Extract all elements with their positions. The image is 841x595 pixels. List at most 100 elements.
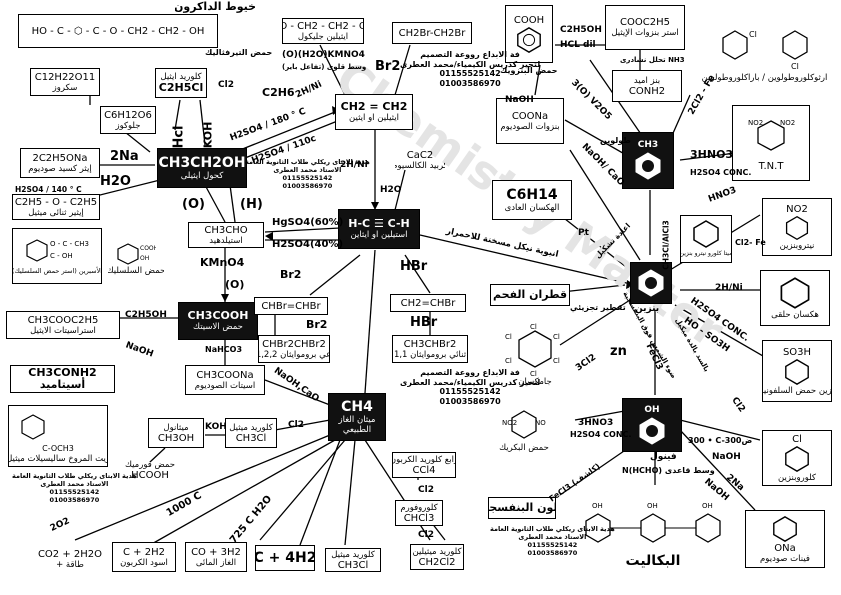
dibromoethane-node: CH2Br-CH2Br <box>392 22 472 44</box>
phenoxide-ring-icon <box>773 515 797 542</box>
sucrose-formula: C12H22O11 <box>34 71 96 83</box>
nitrobenzene-node: NO2 نيتروبنزين <box>762 198 832 256</box>
chlorotoluene-name: ارثوكلوروطولوين / باراكلوروطولوين <box>701 73 828 83</box>
dibromoethane-formula: CH2Br-CH2Br <box>398 27 466 39</box>
label-h2so4-40: H2SO4(40%) <box>272 239 344 250</box>
benzamide-node: بنز اميد CONH2 <box>612 70 682 102</box>
label-hcl: Hcl <box>171 125 187 149</box>
credit-5: هدية الابتاى ريكلي طلاب الثانوية العامة … <box>490 525 615 557</box>
acetylene-node: H-C ☰ C-H استيلين او ايثاين <box>338 209 420 249</box>
hexane-name: الهكسان العادى <box>504 202 560 213</box>
violet-name: اللون البنفسجي <box>489 501 556 514</box>
aspirin-structure-icon: O - C - CH3C - OH <box>26 239 89 262</box>
label-br2: Br2 <box>375 59 401 74</box>
nitrobenzene-ring-icon <box>785 215 809 240</box>
products-c-name: اسود الكربون <box>120 557 168 568</box>
methane-node: CH4 ميثان الغاز الطبيعي <box>328 393 386 441</box>
calcium-carbide-node: CaC2 كربيد الكالسيوم <box>395 148 445 172</box>
sodium-benzoate-formula: COONa <box>511 110 549 122</box>
vinyl-bromide-node: CH2=CHBr <box>390 294 466 312</box>
wintergreen-ring-icon <box>21 413 45 440</box>
ch3cl-b-formula: CH3Cl <box>337 559 369 571</box>
ethyl-benzoate-name: استر بنزوات الإيثيل <box>611 28 679 38</box>
svg-text:OH: OH <box>702 502 713 510</box>
svg-text:NO2: NO2 <box>535 419 546 427</box>
gammexane-name: جامكسان <box>518 377 552 387</box>
water-gas-name: الغاز المائى <box>195 557 237 568</box>
sodium-ethoxide-name: إيثر كسيد صوديوم <box>28 163 92 174</box>
credit-4-line4: 01003586970 <box>49 496 100 504</box>
ethyl-chloride-node: كلوريد ايثيل C2H5Cl <box>155 68 207 98</box>
cyclohexane-name: هكسان حلقى <box>771 310 819 320</box>
label-c2h5oh: C2H5OH <box>125 310 167 320</box>
svg-text:NO2: NO2 <box>502 419 517 427</box>
label-distill: تقطير تجزيئي <box>570 303 626 312</box>
phenol-formula: OH <box>641 404 663 416</box>
credit-1-line3: 01155525142 <box>439 69 501 78</box>
sodium-ethoxide-formula: 2C2H5ONa <box>32 152 88 164</box>
products-co2-formula: CO2 + 2H2O <box>37 548 103 560</box>
chbr-chbr-formula: CHBr=CHBr <box>261 300 321 312</box>
tetrabromo-node: CHBr2CHBr2 1,1,2,2 رباعي بروموايثان <box>258 335 330 363</box>
products-c-node: C + 2H2 اسود الكربون <box>112 542 176 572</box>
svg-text:Cl: Cl <box>530 370 537 377</box>
sulfonic-name: بنزين حمض السلفونيك <box>763 385 832 396</box>
label-hcl-dil: HCL dil <box>560 40 596 50</box>
hexane-node: C6H14 الهكسان العادى <box>492 180 572 220</box>
label-3hno3: 3HNO3 <box>690 148 734 161</box>
coal-tar-node: قطران الفحم <box>490 284 570 306</box>
benzene-ring-icon <box>638 269 664 297</box>
label-cl2-c: Cl2 <box>418 485 434 495</box>
svg-text:Cl: Cl <box>505 357 512 365</box>
label-2h-ni-c: 2H/Ni <box>715 283 743 293</box>
polyester-name: ايثيلين جليكول <box>297 31 349 42</box>
polyester-node: HO - CH2 - CH2 - OH ايثيلين جليكول <box>282 18 364 44</box>
chbr-chbr-node: CHBr=CHBr <box>254 297 328 315</box>
tnt-formula: T.N.T <box>758 160 784 172</box>
ccl4-name: رابع كلوريد الكربون <box>392 454 456 465</box>
label-pt: Pt <box>578 228 589 238</box>
violet-node: اللون البنفسجي <box>488 497 556 519</box>
credit-3-line4: 01003586970 <box>282 182 333 190</box>
svg-text:OH: OH <box>647 502 658 510</box>
credit-5-line3: 01155525142 <box>527 541 578 549</box>
benzoic-formula: COOH <box>513 14 545 26</box>
glucose-name: جلوكوز <box>115 120 141 131</box>
ethyl-acetate-name: استراسيتات الايثيل <box>30 325 96 336</box>
terephthalic-node: HO - C - ⬡ - C - O - CH2 - CH2 - OH <box>18 14 218 48</box>
toluene-name: طولوين <box>600 136 631 145</box>
glucose-formula: C6H12O6 <box>104 109 152 121</box>
ch3cl-b-node: كلوريد ميثيل CH3Cl <box>325 548 381 572</box>
methanol-formula: CH3OH <box>157 432 195 444</box>
label-nh3: تحلل نشادرى NH3 <box>620 56 685 64</box>
ccl4-formula: CCl4 <box>412 464 436 476</box>
terephthalic-structure: HO - C - ⬡ - C - O - CH2 - CH2 - OH <box>31 25 205 37</box>
svg-text:OH: OH <box>140 255 149 262</box>
label-br2-c: Br2 <box>306 318 328 331</box>
tetrabromo-formula: CHBr2CHBr2 <box>262 338 326 350</box>
chcl3-name: كلوروفورم <box>400 502 438 513</box>
ethyl-benzoate-formula: COOC2H5 <box>620 17 670 28</box>
cyclohexane-ring-icon <box>780 277 810 309</box>
svg-text:Cl: Cl <box>553 333 560 341</box>
calcium-carbide-name: كربيد الكالسيوم <box>395 160 445 171</box>
ch2cl2-node: كلوريد ميثيلين CH2Cl2 <box>410 544 464 570</box>
bakelite-name: البكاليت <box>625 552 681 569</box>
benzamide-name: بنز اميد <box>633 75 661 86</box>
acetylene-formula: H-C ☰ C-H <box>348 217 410 230</box>
credit-1-line2: لتحير كدريس الكيمياء/محمد العطرى <box>400 59 541 69</box>
acetamide-formula: CH3CONH2 <box>28 366 97 379</box>
credit-1: فة الابداع رووعة التصميم لتحير كدريس الك… <box>400 50 540 88</box>
ethyl-benzoate-node: COOC2H5 استر بنزوات الإيثيل <box>605 5 685 50</box>
sulfonic-ring-icon <box>785 358 809 385</box>
dibromo11-formula: CH3CHBr2 <box>403 338 457 350</box>
acetaldehyde-formula: CH3CHO <box>204 224 248 236</box>
water-gas-node: CO + 3H2 الغاز المائى <box>185 542 247 572</box>
